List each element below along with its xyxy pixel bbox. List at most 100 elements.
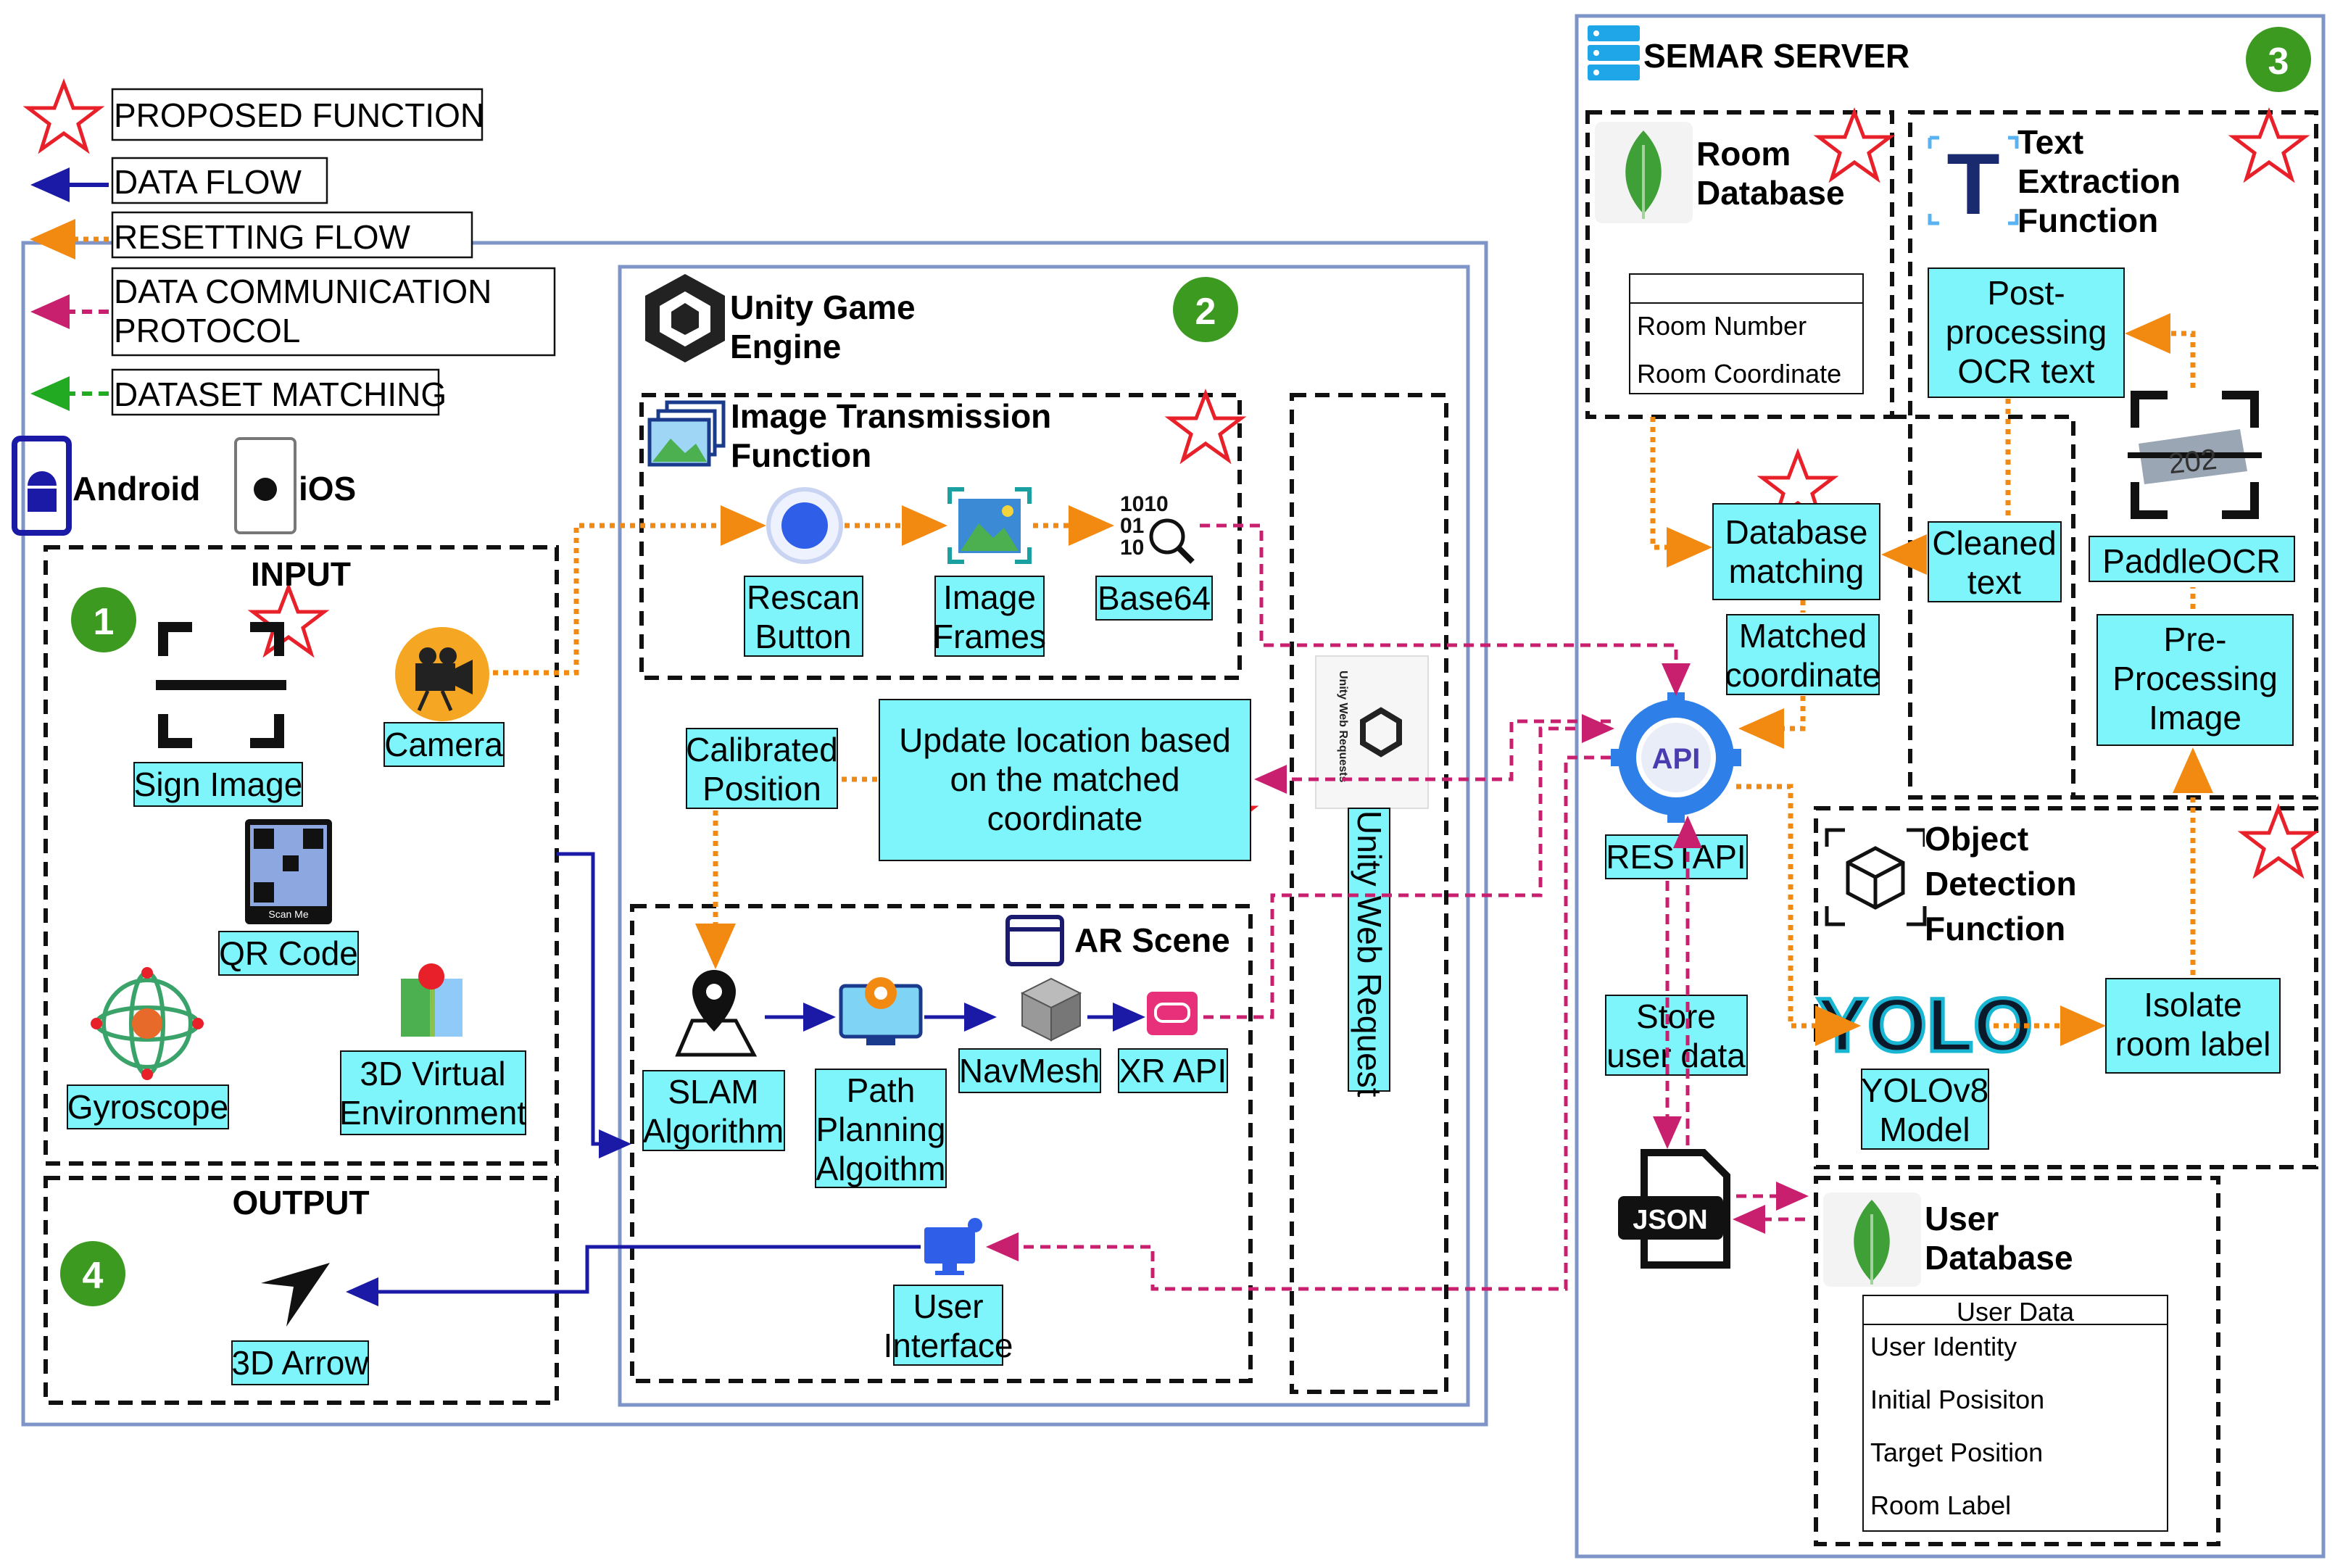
- camera-label: Camera: [384, 726, 503, 763]
- path-label-3: Algoithm: [816, 1150, 946, 1187]
- room-database-box: [1585, 110, 1894, 419]
- update-label-3: coordinate: [987, 800, 1143, 837]
- user-interface-label-1: User: [913, 1287, 983, 1325]
- paddleocr-icon: 202: [2128, 391, 2262, 519]
- room-db-title-2: Database: [1696, 174, 1845, 212]
- user-field: User Identity: [1870, 1332, 2017, 1361]
- svg-text:YOLO: YOLO: [1817, 983, 2033, 1068]
- camera-icon: [395, 627, 489, 721]
- svg-text:202: 202: [2167, 444, 2218, 481]
- mobile-panel: [21, 241, 1488, 1427]
- data-flow-input-to-slam: [557, 852, 631, 1158]
- object-detection-title-1: Object: [1925, 820, 2028, 858]
- restapi-label: RESTAPI: [1606, 838, 1746, 876]
- unity-title-2: Engine: [730, 328, 841, 365]
- badge-4: 4: [60, 1241, 125, 1306]
- navmesh-icon: [1020, 977, 1082, 1042]
- user-db-title-1: User: [1925, 1200, 1999, 1237]
- update-label-2: on the matched: [950, 760, 1179, 798]
- text-t-icon: T: [1928, 136, 2019, 233]
- slam-icon: [675, 970, 758, 1057]
- ios-label: iOS: [299, 470, 356, 507]
- user-field: Room Label: [1870, 1490, 2011, 1520]
- legend-resetting-label: RESETTING FLOW: [114, 218, 410, 256]
- cleaned-label-1: Cleaned: [1932, 524, 2056, 562]
- user-database-box: [1814, 1176, 2220, 1546]
- output-title: OUTPUT: [232, 1184, 369, 1221]
- user-interface-icon: [924, 1218, 982, 1275]
- sign-image-icon: [156, 622, 286, 748]
- svg-text:4: 4: [83, 1255, 104, 1297]
- legend-proposed-label: PROPOSED FUNCTION: [114, 96, 484, 134]
- svg-text:T: T: [1946, 136, 1999, 233]
- unity-title-1: Unity Game: [730, 289, 916, 326]
- slam-label-2: Algorithm: [643, 1112, 784, 1150]
- db-matching-label-1: Database: [1725, 513, 1868, 551]
- user-field: Target Position: [1870, 1438, 2043, 1467]
- svg-text:1: 1: [94, 601, 115, 643]
- unity-panel: [618, 265, 1470, 1407]
- star-icon: [247, 581, 330, 658]
- matched-label-1: Matched: [1739, 617, 1867, 655]
- cleaned-label-2: text: [1967, 563, 2021, 601]
- room-table: [1629, 273, 1864, 394]
- text-extraction-box: [1908, 110, 2318, 800]
- store-label-2: user data: [1606, 1037, 1746, 1074]
- star-icon: [2237, 802, 2320, 879]
- pre-label-2: Processing: [2112, 660, 2278, 697]
- yolo-label-2: Model: [1879, 1111, 1970, 1148]
- svg-text:Scan Me: Scan Me: [268, 908, 308, 920]
- isolate-label-2: room label: [2115, 1025, 2271, 1063]
- user-data-header: User Data: [1957, 1297, 2075, 1327]
- room-field: Room Number: [1637, 311, 1807, 341]
- post-label-2: processing: [1946, 313, 2107, 351]
- ar-scene-box: [630, 904, 1253, 1383]
- qr-code-label: QR Code: [219, 934, 358, 972]
- yolo-logo-icon: YOLO: [1815, 982, 2035, 1070]
- image-frames-label-2: Frames: [933, 618, 1046, 655]
- json-file-icon: JSON: [1618, 1149, 1730, 1269]
- ar-scene-icon: [1005, 915, 1064, 966]
- 3d-arrow-icon: [261, 1263, 330, 1327]
- badge-2: 2: [1173, 277, 1238, 342]
- legend-data-flow-label: DATA FLOW: [114, 163, 302, 201]
- unity-web-request-label: Unity Web Request: [1351, 810, 1388, 1098]
- rescan-label-2: Button: [755, 618, 852, 655]
- text-fn-title-3: Function: [2017, 202, 2158, 239]
- 3d-arrow-label: 3D Arrow: [231, 1344, 369, 1382]
- image-gallery-icon: [647, 400, 726, 467]
- unity-web-request-logo-icon: Unity Web Requests: [1315, 655, 1429, 809]
- reset-camera-to-rescan: [493, 505, 766, 676]
- pre-label-1: Pre-: [2164, 621, 2227, 658]
- text-fn-title-1: Text: [2017, 123, 2083, 161]
- svg-text:01: 01: [1120, 514, 1144, 538]
- image-frames-icon: [947, 487, 1032, 564]
- svg-text:JSON: JSON: [1633, 1205, 1707, 1235]
- sign-image-label: Sign Image: [134, 766, 303, 803]
- svg-text:2: 2: [1195, 291, 1216, 333]
- image-transmission-title-1: Image Transmission: [731, 397, 1051, 435]
- calibrated-label-2: Position: [702, 770, 821, 808]
- comm-api-to-ui: [986, 755, 1611, 1291]
- ios-icon: [234, 437, 296, 534]
- svg-text:1010: 1010: [1120, 492, 1169, 516]
- 3d-environment-label-1: 3D Virtual: [360, 1055, 505, 1092]
- server-icon: [1588, 25, 1640, 80]
- isolate-label-1: Isolate: [2144, 986, 2242, 1024]
- path-label-1: Path: [847, 1071, 916, 1109]
- path-label-2: Planning: [816, 1111, 945, 1148]
- db-matching-label-2: matching: [1729, 552, 1865, 590]
- image-transmission-title-2: Function: [731, 436, 871, 474]
- android-icon: [12, 436, 72, 536]
- server-panel: [1575, 14, 2326, 1559]
- ar-scene-title: AR Scene: [1074, 921, 1230, 959]
- yolo-label-1: YOLOv8: [1861, 1071, 1988, 1109]
- reset-api-to-yolo: [1736, 784, 1861, 1046]
- pre-label-3: Image: [2149, 699, 2241, 737]
- object-detection-title-2: Detection: [1925, 865, 2077, 903]
- svg-text:10: 10: [1120, 536, 1144, 560]
- legend-comm-label-2: PROTOCOL: [114, 312, 300, 349]
- user-data-table: [1862, 1295, 2168, 1532]
- badge-1: 1: [71, 587, 136, 652]
